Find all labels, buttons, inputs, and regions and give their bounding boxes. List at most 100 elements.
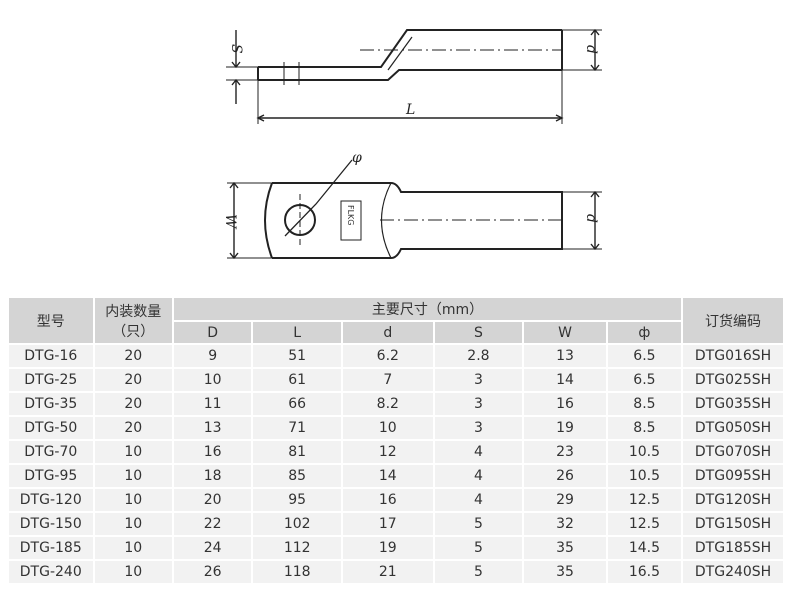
header-quantity-line2: （只） <box>112 323 155 340</box>
cell-d: 17 <box>342 513 433 535</box>
cell-w: 14 <box>524 369 606 391</box>
cell-d: 26 <box>173 561 252 583</box>
cell-d: 6.2 <box>342 345 433 367</box>
cell-d: 14 <box>342 465 433 487</box>
cell-qty: 10 <box>94 513 172 535</box>
cell-s: 4 <box>434 465 523 487</box>
cell-w: 13 <box>524 345 606 367</box>
cell-code: DTG016SH <box>683 345 783 367</box>
label-d-side: d <box>583 45 599 54</box>
cell-l: 118 <box>253 561 341 583</box>
cell-code: DTG025SH <box>683 369 783 391</box>
top-view <box>227 159 602 260</box>
cell-qty: 20 <box>94 417 172 439</box>
cell-phi: 10.5 <box>607 441 682 463</box>
label-d-top: d <box>583 214 599 223</box>
cell-d: 21 <box>342 561 433 583</box>
cell-l: 71 <box>253 417 341 439</box>
cell-s: 4 <box>434 441 523 463</box>
header-dim-2: d <box>342 322 433 343</box>
cell-qty: 20 <box>94 393 172 415</box>
cell-w: 35 <box>524 561 606 583</box>
cell-l: 66 <box>253 393 341 415</box>
cell-model: DTG-50 <box>9 417 93 439</box>
cell-qty: 10 <box>94 465 172 487</box>
cell-model: DTG-35 <box>9 393 93 415</box>
cell-phi: 16.5 <box>607 561 682 583</box>
cell-code: DTG070SH <box>683 441 783 463</box>
header-quantity: 内装数量 （只） <box>94 298 172 343</box>
cell-qty: 10 <box>94 441 172 463</box>
cell-model: DTG-120 <box>9 489 93 511</box>
cell-qty: 10 <box>94 561 172 583</box>
header-dimensions: 主要尺寸（mm） <box>173 298 682 320</box>
cell-d: 22 <box>173 513 252 535</box>
cell-d: 12 <box>342 441 433 463</box>
cell-d: 10 <box>342 417 433 439</box>
header-quantity-line1: 内装数量 <box>105 303 162 320</box>
cell-d: 19 <box>342 537 433 559</box>
cell-qty: 10 <box>94 537 172 559</box>
cell-d: 7 <box>342 369 433 391</box>
cell-phi: 6.5 <box>607 345 682 367</box>
cell-code: DTG185SH <box>683 537 783 559</box>
cell-d: 20 <box>173 489 252 511</box>
header-dim-4: W <box>524 322 606 343</box>
cell-s: 5 <box>434 537 523 559</box>
cell-qty: 20 <box>94 345 172 367</box>
header-order-code: 订货编码 <box>683 298 783 343</box>
cell-model: DTG-70 <box>9 441 93 463</box>
cell-l: 112 <box>253 537 341 559</box>
cell-l: 95 <box>253 489 341 511</box>
label-l: L <box>405 102 415 118</box>
cell-w: 35 <box>524 537 606 559</box>
cell-s: 3 <box>434 393 523 415</box>
cell-s: 5 <box>434 561 523 583</box>
cell-d: 11 <box>173 393 252 415</box>
header-model: 型号 <box>9 298 93 343</box>
cell-code: DTG150SH <box>683 513 783 535</box>
cell-w: 23 <box>524 441 606 463</box>
cell-model: DTG-150 <box>9 513 93 535</box>
cell-l: 102 <box>253 513 341 535</box>
cell-l: 61 <box>253 369 341 391</box>
cell-qty: 10 <box>94 489 172 511</box>
cell-phi: 8.5 <box>607 393 682 415</box>
cell-s: 5 <box>434 513 523 535</box>
side-view <box>226 28 602 124</box>
cell-phi: 12.5 <box>607 489 682 511</box>
cell-s: 4 <box>434 489 523 511</box>
cell-phi: 8.5 <box>607 417 682 439</box>
cell-qty: 20 <box>94 369 172 391</box>
technical-drawing: S L d FLKG φ W d <box>222 28 602 260</box>
cell-s: 2.8 <box>434 345 523 367</box>
label-s: S <box>228 44 244 54</box>
cell-code: DTG095SH <box>683 465 783 487</box>
cell-phi: 12.5 <box>607 513 682 535</box>
cell-model: DTG-16 <box>9 345 93 367</box>
cell-w: 19 <box>524 417 606 439</box>
cell-l: 51 <box>253 345 341 367</box>
label-phi: φ <box>352 150 362 166</box>
header-dim-3: S <box>434 322 523 343</box>
cell-model: DTG-185 <box>9 537 93 559</box>
cell-d: 24 <box>173 537 252 559</box>
cell-phi: 14.5 <box>607 537 682 559</box>
cell-w: 26 <box>524 465 606 487</box>
cell-d: 8.2 <box>342 393 433 415</box>
cell-d: 16 <box>173 441 252 463</box>
logo-text: FLKG <box>346 205 355 226</box>
cell-d: 18 <box>173 465 252 487</box>
cell-s: 3 <box>434 369 523 391</box>
